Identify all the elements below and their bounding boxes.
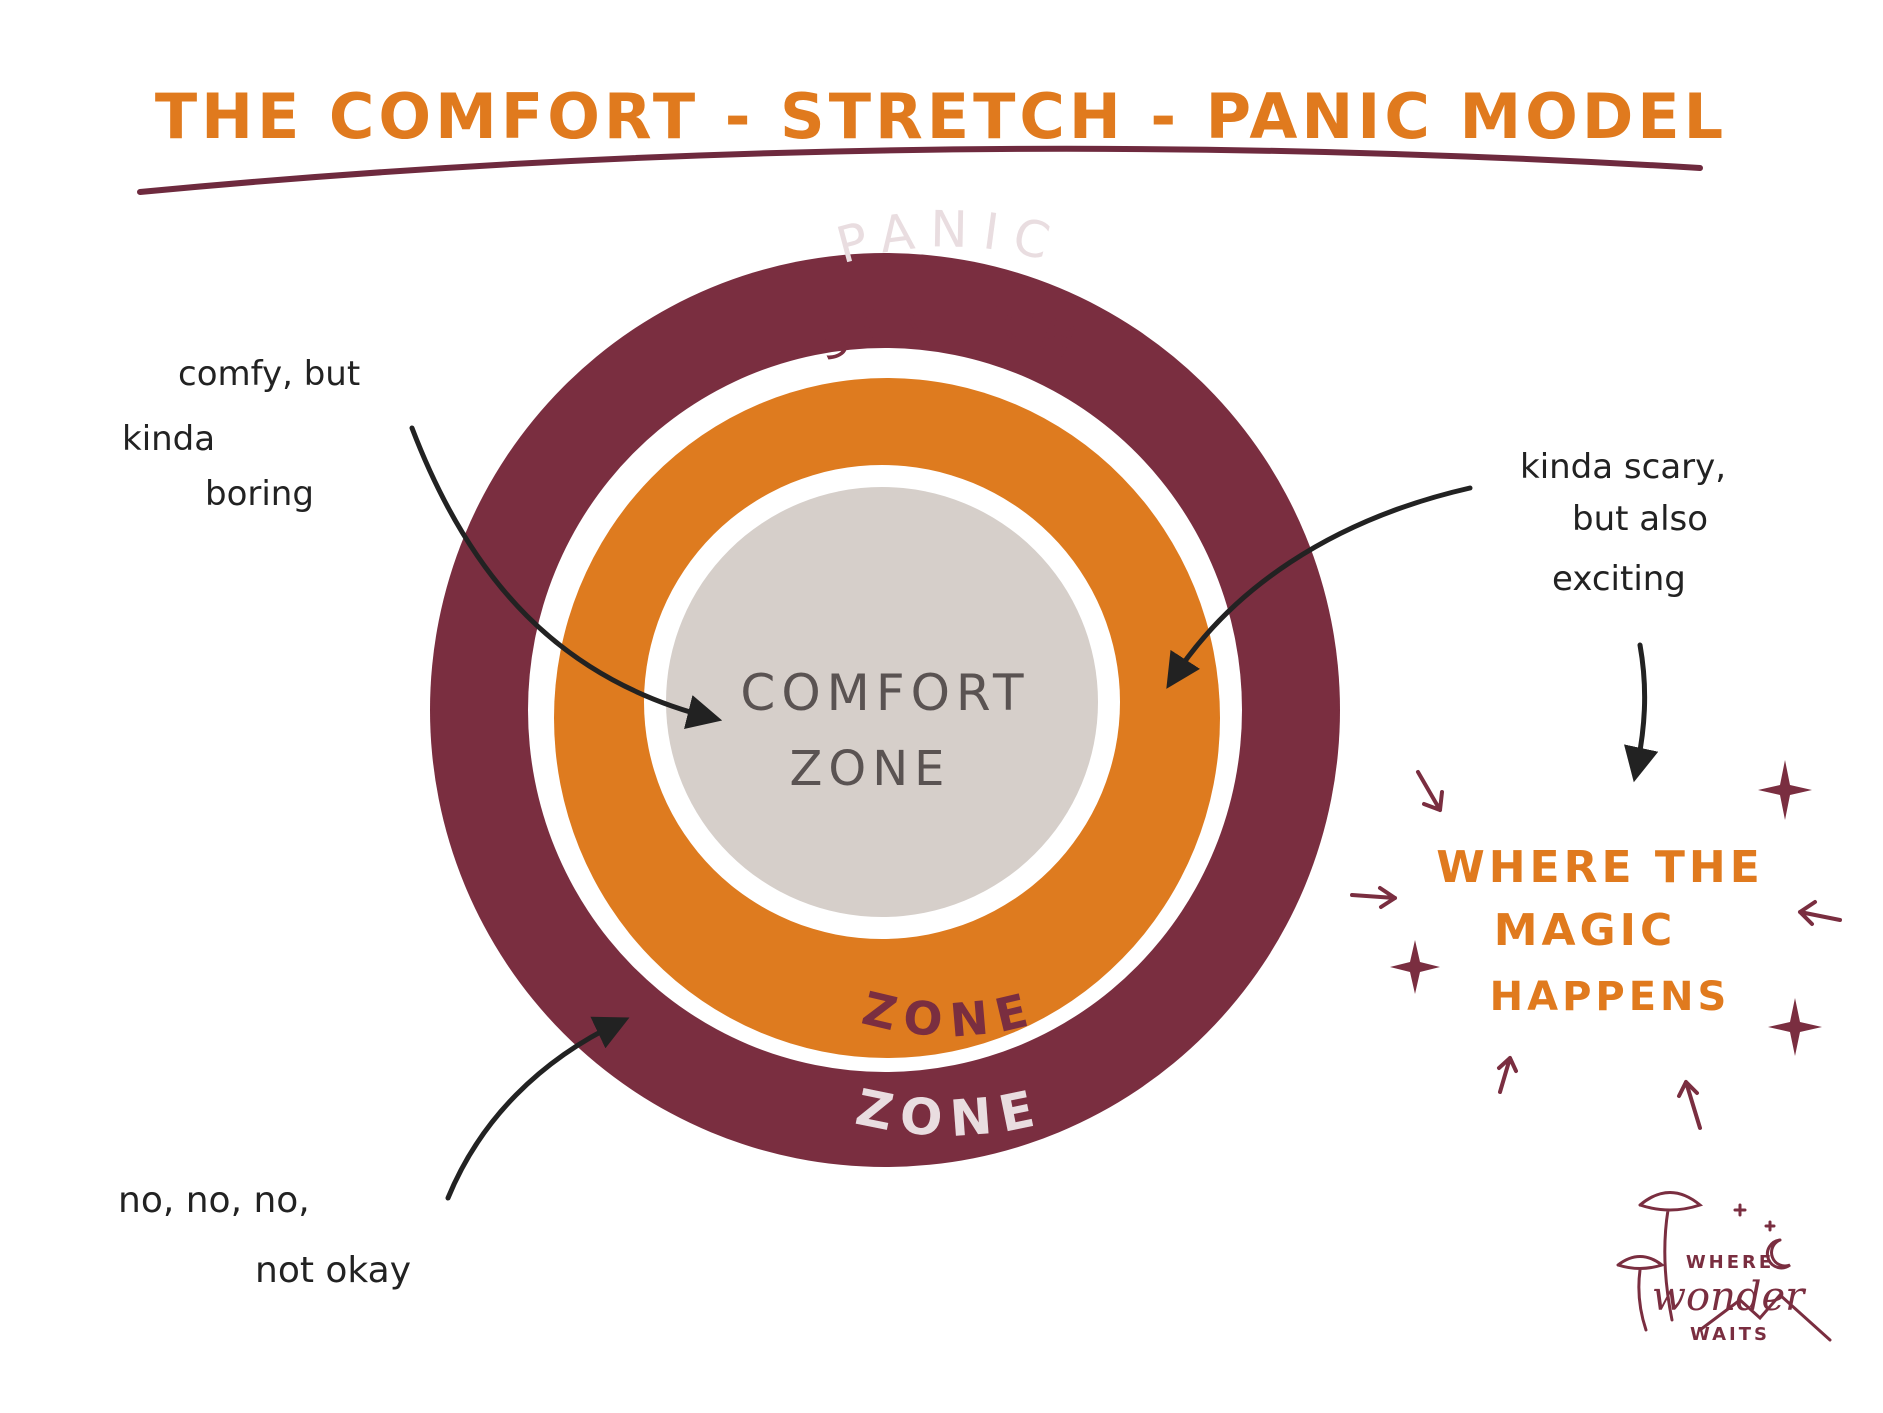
mushroom-icon: [1616, 1255, 1666, 1332]
mountains-icon: [1698, 1292, 1832, 1342]
comfort-note-line1: comfy, but: [178, 354, 360, 394]
panic-zone-label-bottom: ZONE: [851, 1078, 1049, 1148]
comfort-zone-label-line2: ZONE: [790, 741, 951, 797]
magic-down-arrow: [1624, 642, 1659, 783]
logo-text-bottom: WAITS: [1690, 1324, 1770, 1345]
panic-note-line2: not okay: [255, 1250, 411, 1291]
magic-pointer-arrow-1: [1416, 770, 1444, 812]
stretch-arrow: [1166, 485, 1473, 689]
stretch-annotation: kinda scary, but also exciting: [1166, 447, 1726, 783]
zone-rings: [430, 253, 1340, 1167]
magic-pointer-arrow-2: [1350, 886, 1397, 909]
magic-line2: MAGIC: [1494, 905, 1677, 956]
comfort-annotation: comfy, but kinda boring: [122, 354, 723, 730]
magic-line3: HAPPENS: [1490, 974, 1731, 1020]
brand-logo: WHERE wonder WAITS: [1616, 1191, 1832, 1345]
star-icon: [1733, 1203, 1776, 1232]
magic-callout: WHERE THE MAGIC HAPPENS: [1350, 760, 1842, 1130]
comfort-note-line3: boring: [205, 474, 314, 514]
panic-note-line1: no, no, no,: [118, 1180, 310, 1221]
comfort-zone-circle: [666, 487, 1098, 917]
panic-arrow: [445, 1016, 630, 1201]
stretch-note-line2: but also: [1572, 499, 1708, 539]
moon-icon: [1765, 1238, 1791, 1270]
title-underline: [137, 145, 1703, 195]
sparkle-icon: [1768, 998, 1822, 1056]
stretch-note-line3: exciting: [1552, 559, 1686, 599]
mushroom-icon: [1638, 1191, 1704, 1322]
magic-pointer-arrow-4: [1497, 1056, 1518, 1094]
logo-text-top: WHERE: [1686, 1252, 1774, 1273]
magic-pointer-arrow-5: [1677, 1080, 1702, 1130]
comfort-note-line2: kinda: [122, 419, 215, 459]
sparkle-icon: [1390, 940, 1440, 994]
comfort-zone-label-line1: COMFORT: [740, 664, 1029, 722]
sparkle-icon: [1758, 760, 1812, 820]
comfort-arrow: [409, 425, 723, 730]
page-title: THE COMFORT - STRETCH - PANIC MODEL: [155, 80, 1727, 153]
panic-annotation: no, no, no, not okay: [118, 1016, 630, 1291]
stretch-note-line1: kinda scary,: [1520, 447, 1726, 487]
logo-text-middle: wonder: [1652, 1274, 1807, 1320]
magic-pointer-arrow-3: [1798, 900, 1842, 926]
magic-line1: WHERE THE: [1436, 842, 1764, 893]
